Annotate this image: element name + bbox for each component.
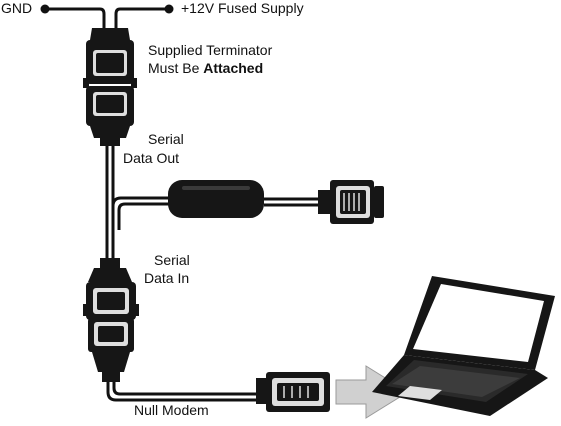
right-db9-connector — [318, 180, 384, 224]
serial-out-label-line1: Serial — [148, 131, 184, 147]
serial-out-branch — [111, 180, 384, 230]
laptop — [372, 276, 555, 416]
null-modem-label: Null Modem — [134, 402, 209, 418]
supply-terminal — [164, 4, 174, 14]
supply-label: +12V Fused Supply — [181, 0, 304, 16]
serial-in-label-line1: Serial — [154, 252, 190, 268]
gnd-label: GND — [1, 0, 33, 16]
terminator-label-prefix: Must Be — [148, 60, 204, 76]
serial-out-label-line2: Data Out — [123, 150, 180, 166]
serial-in-label-line2: Data In — [144, 270, 190, 286]
null-modem-cable — [106, 372, 330, 412]
terminator-label-line1: Supplied Terminator — [148, 42, 273, 58]
terminator-label-line2: Must Be Attached — [148, 60, 263, 77]
gnd-terminal — [40, 4, 50, 14]
terminator-connector — [83, 28, 137, 146]
inline-module — [168, 180, 264, 218]
power-leads — [40, 4, 174, 30]
terminator-label-attached: Attached — [203, 60, 264, 76]
laptop-screen — [413, 284, 544, 362]
serial-in-connector — [83, 258, 139, 382]
